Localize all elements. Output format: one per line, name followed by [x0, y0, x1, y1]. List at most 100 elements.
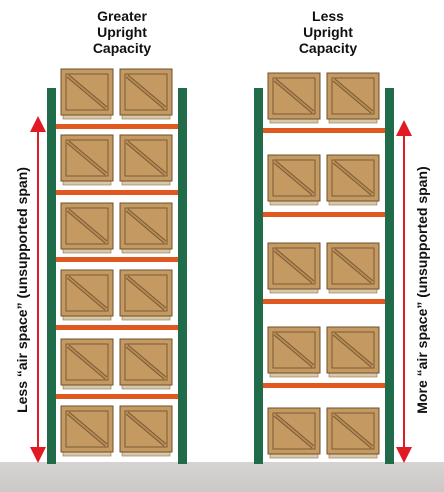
crate-frame	[272, 331, 316, 369]
crate-brace-highlight	[274, 79, 314, 113]
upright-left	[47, 88, 56, 464]
crate-brace-highlight	[333, 79, 373, 113]
crate-frame	[331, 412, 375, 450]
crate-brace-highlight	[126, 75, 166, 109]
right-title-line-2: Upright	[303, 24, 353, 40]
crate-brace-highlight	[274, 414, 314, 448]
crate	[60, 405, 114, 457]
pallet	[121, 384, 171, 390]
pallet	[328, 453, 378, 459]
left-air-space-label: Less “air space” (unsupported span)	[14, 167, 30, 413]
pallet	[328, 372, 378, 378]
crate	[119, 68, 173, 120]
warehouse-floor	[0, 462, 444, 492]
pallet	[121, 180, 171, 186]
crate	[267, 326, 321, 378]
pallet	[269, 200, 319, 206]
crate-frame	[65, 343, 109, 381]
crate-brace-highlight	[333, 333, 373, 367]
crate	[119, 269, 173, 321]
crate-frame	[272, 412, 316, 450]
crate-frame	[124, 274, 168, 312]
crate-brace-highlight	[274, 161, 314, 195]
crate-brace-highlight	[67, 141, 107, 175]
crate-frame	[124, 73, 168, 111]
crate-frame	[124, 207, 168, 245]
crate	[267, 154, 321, 206]
crate-brace-highlight	[67, 345, 107, 379]
crate	[326, 242, 380, 294]
crate-frame	[65, 207, 109, 245]
load-beam	[56, 257, 178, 262]
pallet	[62, 384, 112, 390]
crate-frame	[331, 247, 375, 285]
crate-brace-highlight	[126, 141, 166, 175]
crate	[326, 72, 380, 124]
crate-frame	[124, 139, 168, 177]
crate-frame	[272, 77, 316, 115]
crate-frame	[65, 139, 109, 177]
pallet	[62, 451, 112, 457]
crate-frame	[124, 343, 168, 381]
crate-frame	[65, 274, 109, 312]
crate-brace-highlight	[333, 414, 373, 448]
crate	[267, 407, 321, 459]
crate	[326, 326, 380, 378]
pallet	[121, 451, 171, 457]
crate	[326, 407, 380, 459]
crate	[60, 202, 114, 254]
crate-brace-highlight	[333, 249, 373, 283]
pallet	[328, 118, 378, 124]
pallet	[121, 248, 171, 254]
crate-brace-highlight	[67, 75, 107, 109]
crate-frame	[65, 73, 109, 111]
crate-frame	[65, 410, 109, 448]
right-air-space-label: More “air space” (unsupported span)	[414, 166, 430, 414]
upright-right	[385, 88, 394, 464]
pallet	[269, 372, 319, 378]
upright-right	[178, 88, 187, 464]
load-beam	[56, 124, 178, 129]
crate	[267, 242, 321, 294]
crate-brace-highlight	[333, 161, 373, 195]
crate-brace-highlight	[274, 333, 314, 367]
pallet	[62, 180, 112, 186]
left-rack-title: Greater Upright Capacity	[62, 8, 182, 56]
crate	[60, 134, 114, 186]
right-title-line-1: Less	[312, 8, 344, 24]
crate	[119, 134, 173, 186]
right-title-line-3: Capacity	[298, 40, 358, 56]
load-beam	[56, 394, 178, 399]
pallet	[328, 200, 378, 206]
upright-left	[254, 88, 263, 464]
crate-brace-highlight	[126, 345, 166, 379]
crate	[119, 202, 173, 254]
left-title-line-2: Upright	[97, 24, 147, 40]
left-title-line-1: Greater	[97, 8, 147, 24]
right-rack	[254, 72, 394, 464]
pallet	[62, 315, 112, 321]
load-beam	[263, 212, 385, 217]
right-rack-title: Less Upright Capacity	[268, 8, 388, 56]
crate-brace-highlight	[67, 209, 107, 243]
pallet	[121, 315, 171, 321]
crate-frame	[331, 159, 375, 197]
crate	[60, 338, 114, 390]
crate	[60, 68, 114, 120]
pallet	[121, 114, 171, 120]
pallet	[269, 118, 319, 124]
crate-brace-highlight	[126, 209, 166, 243]
crate	[326, 154, 380, 206]
left-title-line-3: Capacity	[92, 40, 152, 56]
pallet	[62, 248, 112, 254]
pallet	[269, 288, 319, 294]
crate-brace-highlight	[126, 412, 166, 446]
crate-brace-highlight	[126, 276, 166, 310]
load-beam	[263, 299, 385, 304]
crate-brace-highlight	[67, 412, 107, 446]
crate-brace-highlight	[67, 276, 107, 310]
pallet	[269, 453, 319, 459]
load-beam	[56, 325, 178, 330]
crate-frame	[124, 410, 168, 448]
